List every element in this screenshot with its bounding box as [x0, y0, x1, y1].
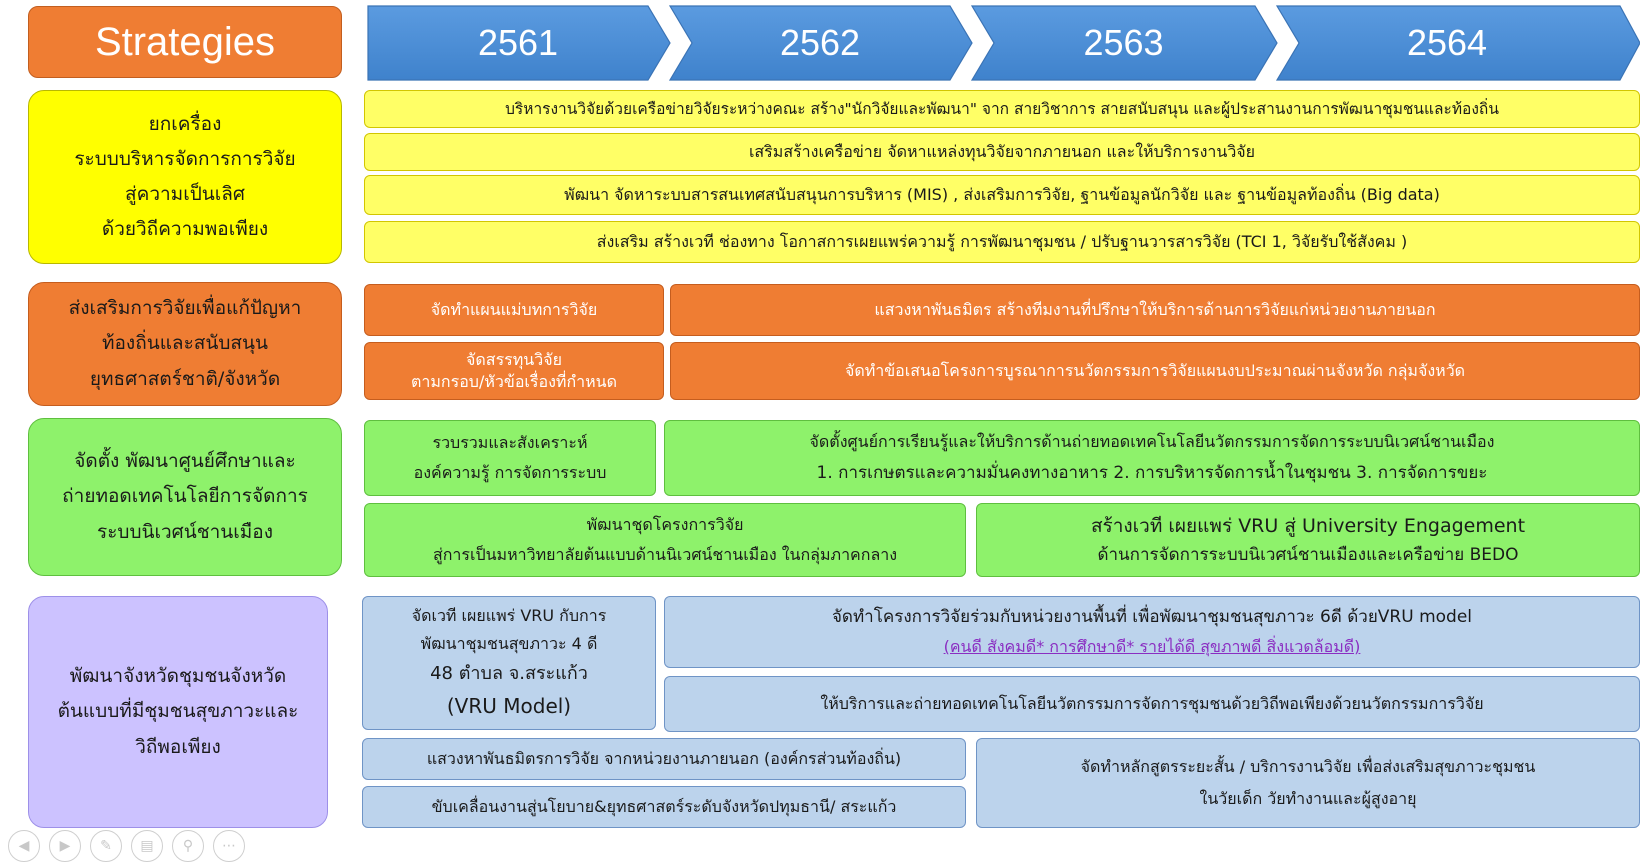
slides-icon[interactable]: ▤	[131, 830, 163, 862]
row2-grant-line: ตามกรอบ/หัวข้อเรื่องที่กำหนด	[410, 372, 617, 391]
row1-item-1: บริหารงานวิจัยด้วยเครือข่ายวิจัยระหว่างค…	[364, 90, 1640, 128]
slideshow-controls: ◀ ▶ ✎ ▤ ⚲ ⋯	[8, 830, 245, 862]
row3-series-line: พัฒนาชุดโครงการวิจัย	[586, 514, 744, 534]
row3-knowledge-line: องค์ความรู้ การจัดการระบบ	[413, 463, 607, 482]
row4-course-line: จัดทำหลักสูตรระยะสั้น / บริการงานวิจัย เ…	[1080, 757, 1536, 776]
strategy-3-line: จัดตั้ง พัฒนาศูนย์ศึกษาและ	[74, 450, 296, 473]
year-2563: 2563	[1083, 22, 1164, 63]
row4-vru-line: จัดเวที เผยแพร่ VRU กับการ	[411, 605, 607, 625]
row4-course-line: ในวัยเด็ก วัยทำงานและผู้สูงอายุ	[1199, 789, 1417, 808]
year-2561: 2561	[477, 22, 559, 63]
row4-vru-line: 48 ตำบล จ.สระแก้ว	[430, 662, 588, 684]
strategy-1-line: สู่ความเป็นเลิศ	[125, 183, 245, 205]
strategy-4-line: ต้นแบบที่มีชุมชนสุขภาวะและ	[57, 700, 299, 723]
row4-external-partners: แสวงหาพันธมิตรการวิจัย จากหน่วยงานภายนอก…	[362, 738, 966, 780]
row3-series-line: สู่การเป็นมหาวิทยาลัยต้นแบบด้านนิเวศน์ชา…	[432, 545, 898, 564]
row1-item-2: เสริมสร้างเครือข่าย จัดหาแหล่งทุนวิจัยจา…	[364, 133, 1640, 171]
strategies-label: Strategies	[94, 20, 276, 64]
row2-grant-line: จัดสรรทุนวิจัย	[466, 349, 562, 369]
row3-knowledge-line: รวบรวมและสังเคราะห์	[432, 432, 588, 452]
strategy-3-line: ถ่ายทอดเทคโนโลยีการจัดการ	[62, 485, 308, 508]
arrow-2561	[367, 5, 671, 81]
strategy-3-line: ระบบนิเวศน์ชานเมือง	[97, 520, 273, 543]
zoom-icon[interactable]: ⚲	[172, 830, 204, 862]
strategy-3-label: จัดตั้ง พัฒนาศูนย์ศึกษาและ ถ่ายทอดเทคโนโ…	[28, 418, 342, 576]
row3-engagement: สร้างเวที เผยแพร่ VRU สู่ University Eng…	[976, 503, 1640, 577]
row4-joint-research: จัดทำโครงการวิจัยร่วมกับหน่วยงานพื้นที่ …	[664, 596, 1640, 668]
strategies-header: Strategies	[28, 6, 342, 78]
arrow-2564	[1275, 5, 1640, 81]
strategy-2-line: ยุทธศาสตร์ชาติ/จังหวัด	[89, 367, 281, 390]
strategy-1-label: ยกเครื่อง ระบบบริหารจัดการการวิจัย สู่คว…	[28, 90, 342, 264]
row2-partners: แสวงหาพันธมิตร สร้างทีมงานที่ปรึกษาให้บร…	[670, 284, 1640, 336]
row4-short-course: จัดทำหลักสูตรระยะสั้น / บริการงานวิจัย เ…	[976, 738, 1640, 828]
row4-joint-subtitle: (คนดี สังคมดี* การศึกษาดี* รายได้ดี สุขภ…	[943, 636, 1361, 656]
row4-joint-title: จัดทำโครงการวิจัยร่วมกับหน่วยงานพื้นที่ …	[831, 607, 1473, 628]
year-arrows	[367, 5, 1640, 81]
row1-item-4: ส่งเสริม สร้างเวที ช่องทาง โอกาสการเผยแพ…	[364, 221, 1640, 263]
strategy-1-line: ด้วยวิถีความพอเพียง	[101, 218, 269, 241]
row1-item-3: พัฒนา จัดหาระบบสารสนเทศสนับสนุนการบริหาร…	[364, 175, 1640, 215]
more-icon[interactable]: ⋯	[213, 830, 245, 862]
row2-masterplan: จัดทำแผนแม่บทการวิจัย	[364, 284, 664, 336]
strategy-2-label: ส่งเสริมการวิจัยเพื่อแก้ปัญหา ท้องถิ่นแล…	[28, 282, 342, 406]
row2-grant-allocation: จัดสรรทุนวิจัย ตามกรอบ/หัวข้อเรื่องที่กำ…	[364, 342, 664, 400]
strategy-4-line: วิถีพอเพียง	[135, 735, 221, 758]
row3-center-line: 1. การเกษตรและความมั่นคงทางอาหาร 2. การบ…	[816, 463, 1488, 484]
row4-vru-model: จัดเวที เผยแพร่ VRU กับการ พัฒนาชุมชนสุข…	[362, 596, 656, 730]
row3-learning-center: จัดตั้งศูนย์การเรียนรู้และให้บริการด้านถ…	[664, 420, 1640, 496]
row3-engagement-line: ด้านการจัดการระบบนิเวศน์ชานเมืองและเครือ…	[1097, 544, 1519, 565]
row4-policy-drive: ขับเคลื่อนงานสู่นโยบาย&ยุทธศาสตร์ระดับจั…	[362, 786, 966, 828]
pen-icon[interactable]: ✎	[90, 830, 122, 862]
year-2564: 2564	[1406, 22, 1488, 63]
strategy-4-label: พัฒนาจังหวัดชุมชนจังหวัด ต้นแบบที่มีชุมช…	[28, 596, 328, 828]
row4-vru-line: พัฒนาชุมชนสุขภาวะ 4 ดี	[420, 633, 598, 653]
strategy-2-line: ส่งเสริมการวิจัยเพื่อแก้ปัญหา	[68, 297, 302, 320]
next-icon[interactable]: ▶	[49, 830, 81, 862]
strategy-1-line: ระบบบริหารจัดการการวิจัย	[74, 147, 296, 170]
row2-proposal: จัดทำข้อเสนอโครงการบูรณาการนวัตกรรมการวิ…	[670, 342, 1640, 400]
row3-engagement-line: สร้างเวที เผยแพร่ VRU สู่ University Eng…	[1090, 515, 1526, 538]
strategy-1-line: ยกเครื่อง	[148, 112, 222, 135]
arrow-2562	[668, 5, 973, 81]
row4-tech-transfer: ให้บริการและถ่ายทอดเทคโนโลยีนวัตกรรมการจ…	[664, 676, 1640, 732]
arrow-2563	[970, 5, 1278, 81]
row3-research-series: พัฒนาชุดโครงการวิจัย สู่การเป็นมหาวิทยาล…	[364, 503, 966, 577]
row4-vru-line: (VRU Model)	[446, 694, 572, 719]
row3-center-line: จัดตั้งศูนย์การเรียนรู้และให้บริการด้านถ…	[809, 431, 1495, 451]
strategy-4-line: พัฒนาจังหวัดชุมชนจังหวัด	[69, 665, 287, 688]
prev-icon[interactable]: ◀	[8, 830, 40, 862]
row3-knowledge: รวบรวมและสังเคราะห์ องค์ความรู้ การจัดกา…	[364, 420, 656, 496]
year-2562: 2562	[779, 22, 861, 63]
strategy-2-line: ท้องถิ่นและสนับสนุน	[101, 332, 269, 355]
